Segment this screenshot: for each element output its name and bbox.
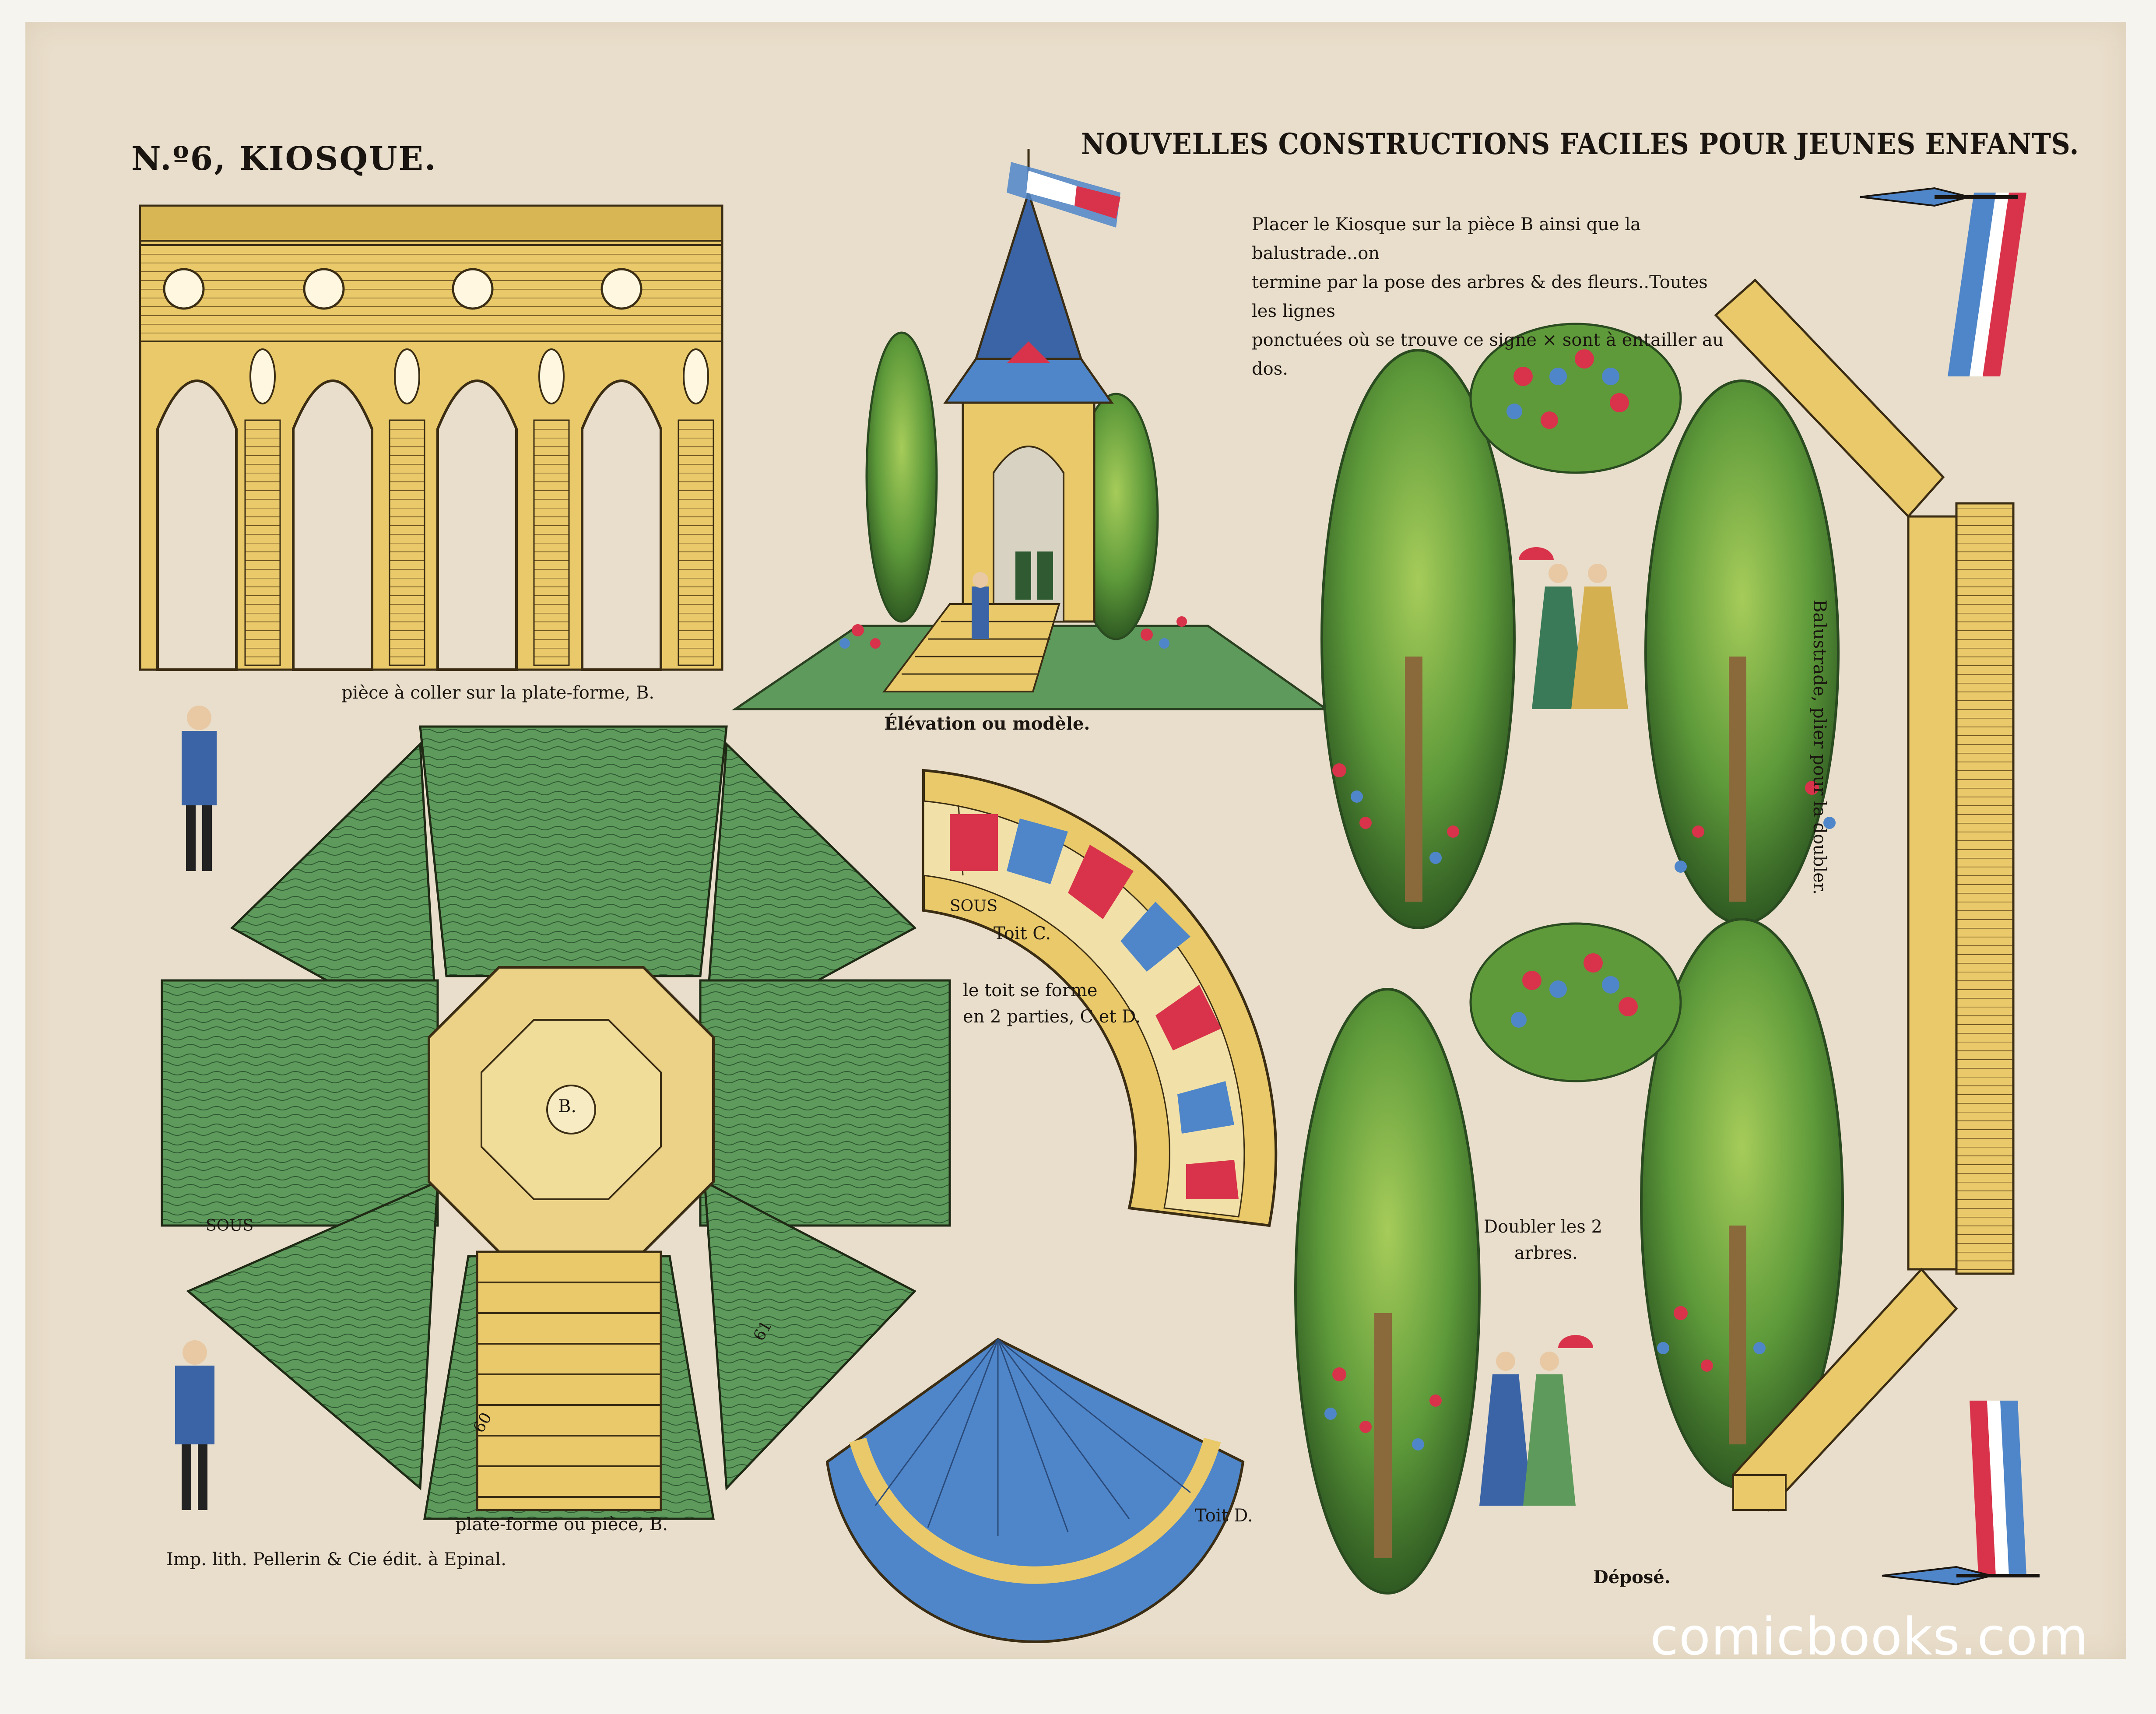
instruction-line: termine par la pose des arbres & des fle… (1252, 272, 1708, 321)
french-flag-icon (1948, 193, 2026, 376)
fold-mark-sous: SOUS (206, 1217, 254, 1235)
ladies-figures-top (1519, 547, 1628, 709)
sheet-heading: NOUVELLES CONSTRUCTIONS FACILES POUR JEU… (1081, 127, 2079, 161)
tree-bottom-right (1640, 918, 1844, 1489)
pen-nib-icon (1882, 1566, 2040, 1586)
ladies-figures-bottom (1479, 1335, 1593, 1506)
roof-note-line-1: le toit se forme (963, 980, 1098, 1001)
balustrade-piece (1714, 278, 2015, 1512)
roof-note-line-2: en 2 parties, C et D. (963, 1007, 1141, 1027)
flower-bush-middle (1469, 922, 1682, 1082)
roof-piece-d (825, 1338, 1245, 1643)
gentleman-figure-top (182, 706, 217, 871)
balustrade-label: Balustrade, plier pour la doubler. (1809, 600, 1829, 895)
watermark: comicbooks.com (1650, 1606, 2089, 1667)
assembly-instructions: Placer le Kiosque sur la pièce B ainsi q… (1252, 210, 1733, 383)
arcade-piece-label: pièce à coller sur la plate-forme, B. (341, 683, 655, 703)
pen-nib-icon (1860, 187, 2018, 207)
instruction-line: ponctuées où se trouve ce signe × sont à… (1252, 330, 1724, 379)
elevation-label: Élévation ou modèle. (884, 713, 1090, 734)
roof-d-label: Toit D. (1195, 1506, 1253, 1526)
platform-label: plate-forme ou pièce, B. (455, 1514, 668, 1535)
roof-piece-c (922, 769, 1278, 1227)
printer-credit: Imp. lith. Pellerin & Cie édit. à Epinal… (166, 1549, 507, 1570)
roof-c-label: Toit C. (994, 924, 1051, 944)
platform-piece-b (161, 725, 951, 1520)
depose-mark: Déposé. (1593, 1567, 1671, 1588)
double-trees-line-1: Doubler les 2 (1484, 1217, 1602, 1237)
french-flag-icon (1970, 1401, 2026, 1576)
instruction-line: Placer le Kiosque sur la pièce B ainsi q… (1252, 214, 1641, 263)
tree-bottom-left (1294, 988, 1481, 1595)
tree-top-left (1320, 349, 1516, 929)
double-trees-line-2: arbres. (1514, 1243, 1578, 1263)
arcade-piece (139, 204, 723, 671)
sheet-title: N.º6, KIOSQUE. (131, 140, 437, 178)
fold-mark-sous: SOUS (950, 897, 998, 915)
flower-bush-top (1469, 323, 1682, 474)
platform-center-letter: B. (558, 1096, 577, 1117)
kiosk-elevation-model (731, 149, 1330, 710)
gentleman-figure-bottom (175, 1340, 214, 1510)
